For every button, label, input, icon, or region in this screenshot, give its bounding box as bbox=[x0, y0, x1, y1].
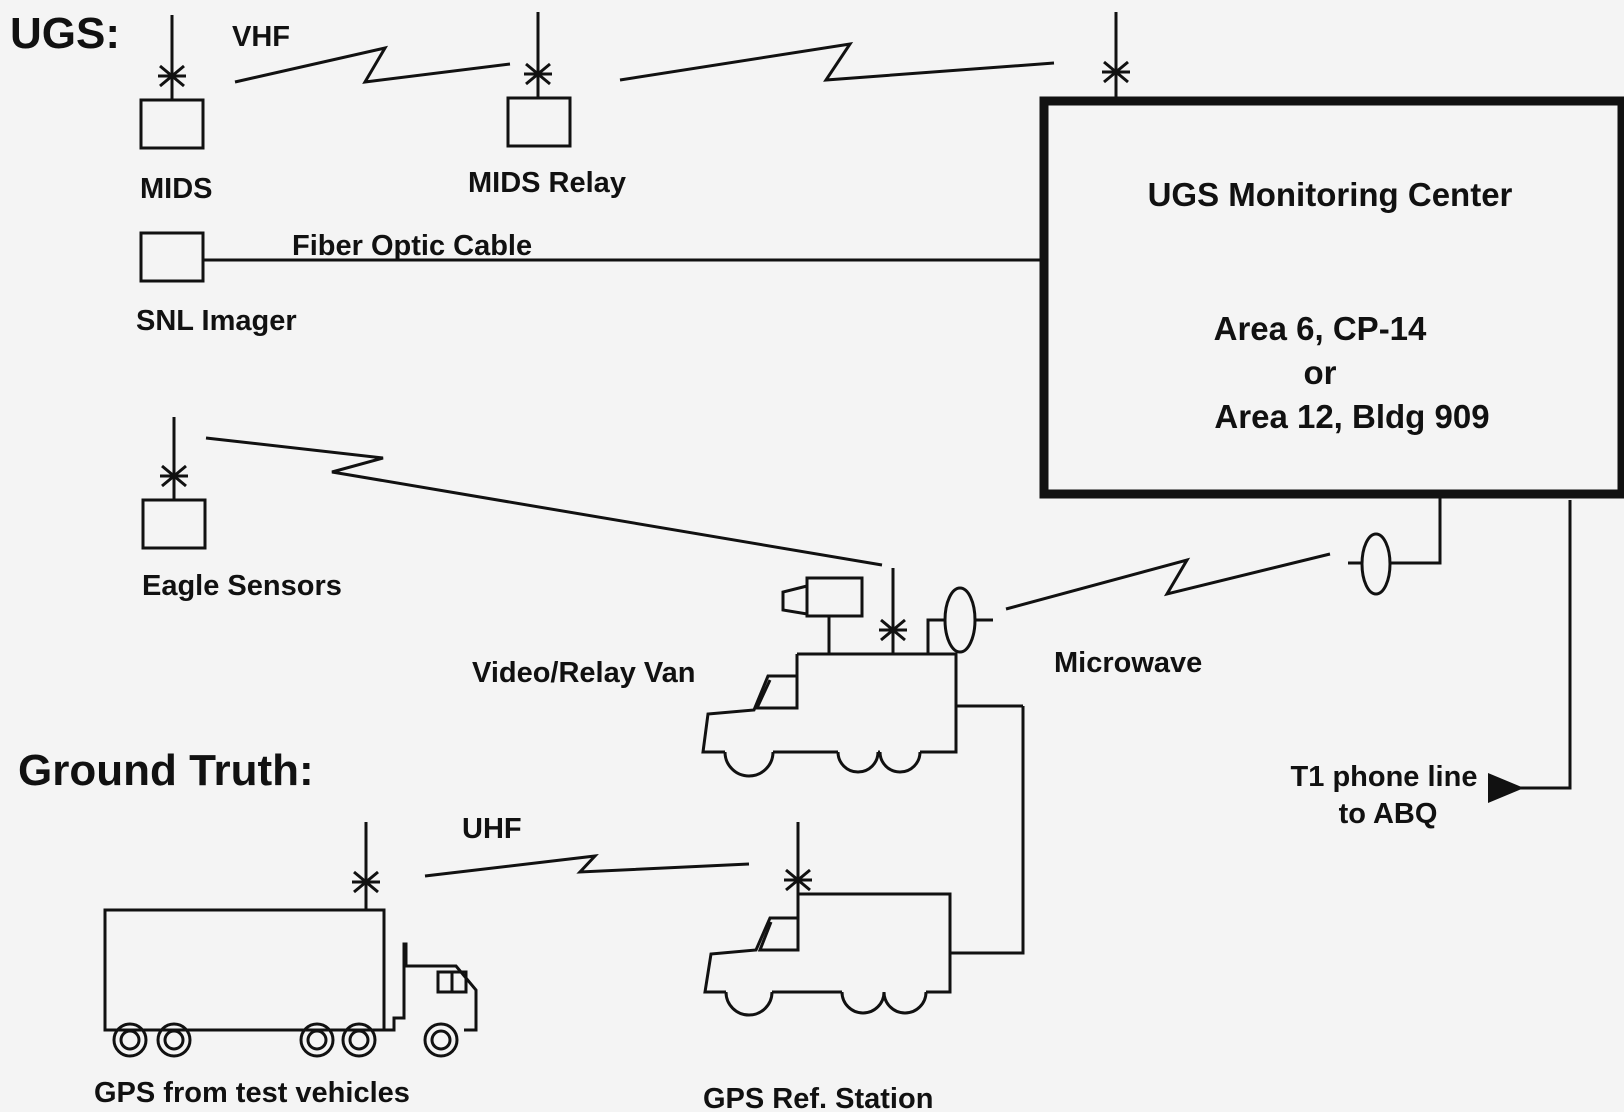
uhf-link bbox=[425, 856, 749, 876]
t1-phone-line bbox=[1518, 500, 1570, 788]
t1-phone-line-label-1: T1 phone line bbox=[1291, 761, 1478, 793]
gps-test-vehicles-label: GPS from test vehicles bbox=[94, 1077, 410, 1109]
monitoring-center-location-or: or bbox=[1304, 354, 1337, 391]
video-relay-van-label: Video/Relay Van bbox=[472, 657, 696, 689]
mids-sensor bbox=[141, 15, 203, 148]
eagle-sensors-label: Eagle Sensors bbox=[142, 570, 342, 602]
fiber-optic-cable-label: Fiber Optic Cable bbox=[292, 230, 532, 262]
snl-imager-label: SNL Imager bbox=[136, 305, 297, 337]
mids-relay-label: MIDS Relay bbox=[468, 167, 626, 199]
ugs-section-title: UGS: bbox=[10, 9, 120, 58]
eagle-radio-link bbox=[206, 438, 882, 565]
vhf-label: VHF bbox=[232, 21, 290, 53]
vhf-link-1 bbox=[235, 48, 510, 82]
monitoring-center-location-1: Area 6, CP-14 bbox=[1214, 310, 1427, 347]
monitoring-center-location-2: Area 12, Bldg 909 bbox=[1214, 398, 1489, 435]
eagle-sensor bbox=[143, 417, 205, 548]
vhf-link-2 bbox=[620, 44, 1054, 80]
gps-ref-station-label: GPS Ref. Station bbox=[703, 1083, 933, 1112]
uhf-label: UHF bbox=[462, 813, 522, 845]
mids-label: MIDS bbox=[140, 173, 213, 205]
ground-truth-section-title: Ground Truth: bbox=[18, 746, 314, 795]
t1-phone-line-label-2: to ABQ bbox=[1339, 798, 1438, 830]
mids-relay-sensor bbox=[508, 12, 570, 146]
microwave-link bbox=[1006, 554, 1330, 609]
gps-test-vehicle-icon bbox=[105, 822, 476, 1056]
monitoring-center-title: UGS Monitoring Center bbox=[1148, 176, 1513, 213]
snl-imager-box bbox=[141, 233, 203, 281]
center-microwave-dish bbox=[1348, 494, 1440, 594]
center-antenna bbox=[1102, 12, 1130, 100]
microwave-label: Microwave bbox=[1054, 647, 1202, 679]
monitoring-center-box bbox=[1044, 101, 1622, 494]
gps-ref-station-icon bbox=[705, 706, 1023, 1015]
video-relay-van-icon bbox=[703, 568, 1023, 776]
